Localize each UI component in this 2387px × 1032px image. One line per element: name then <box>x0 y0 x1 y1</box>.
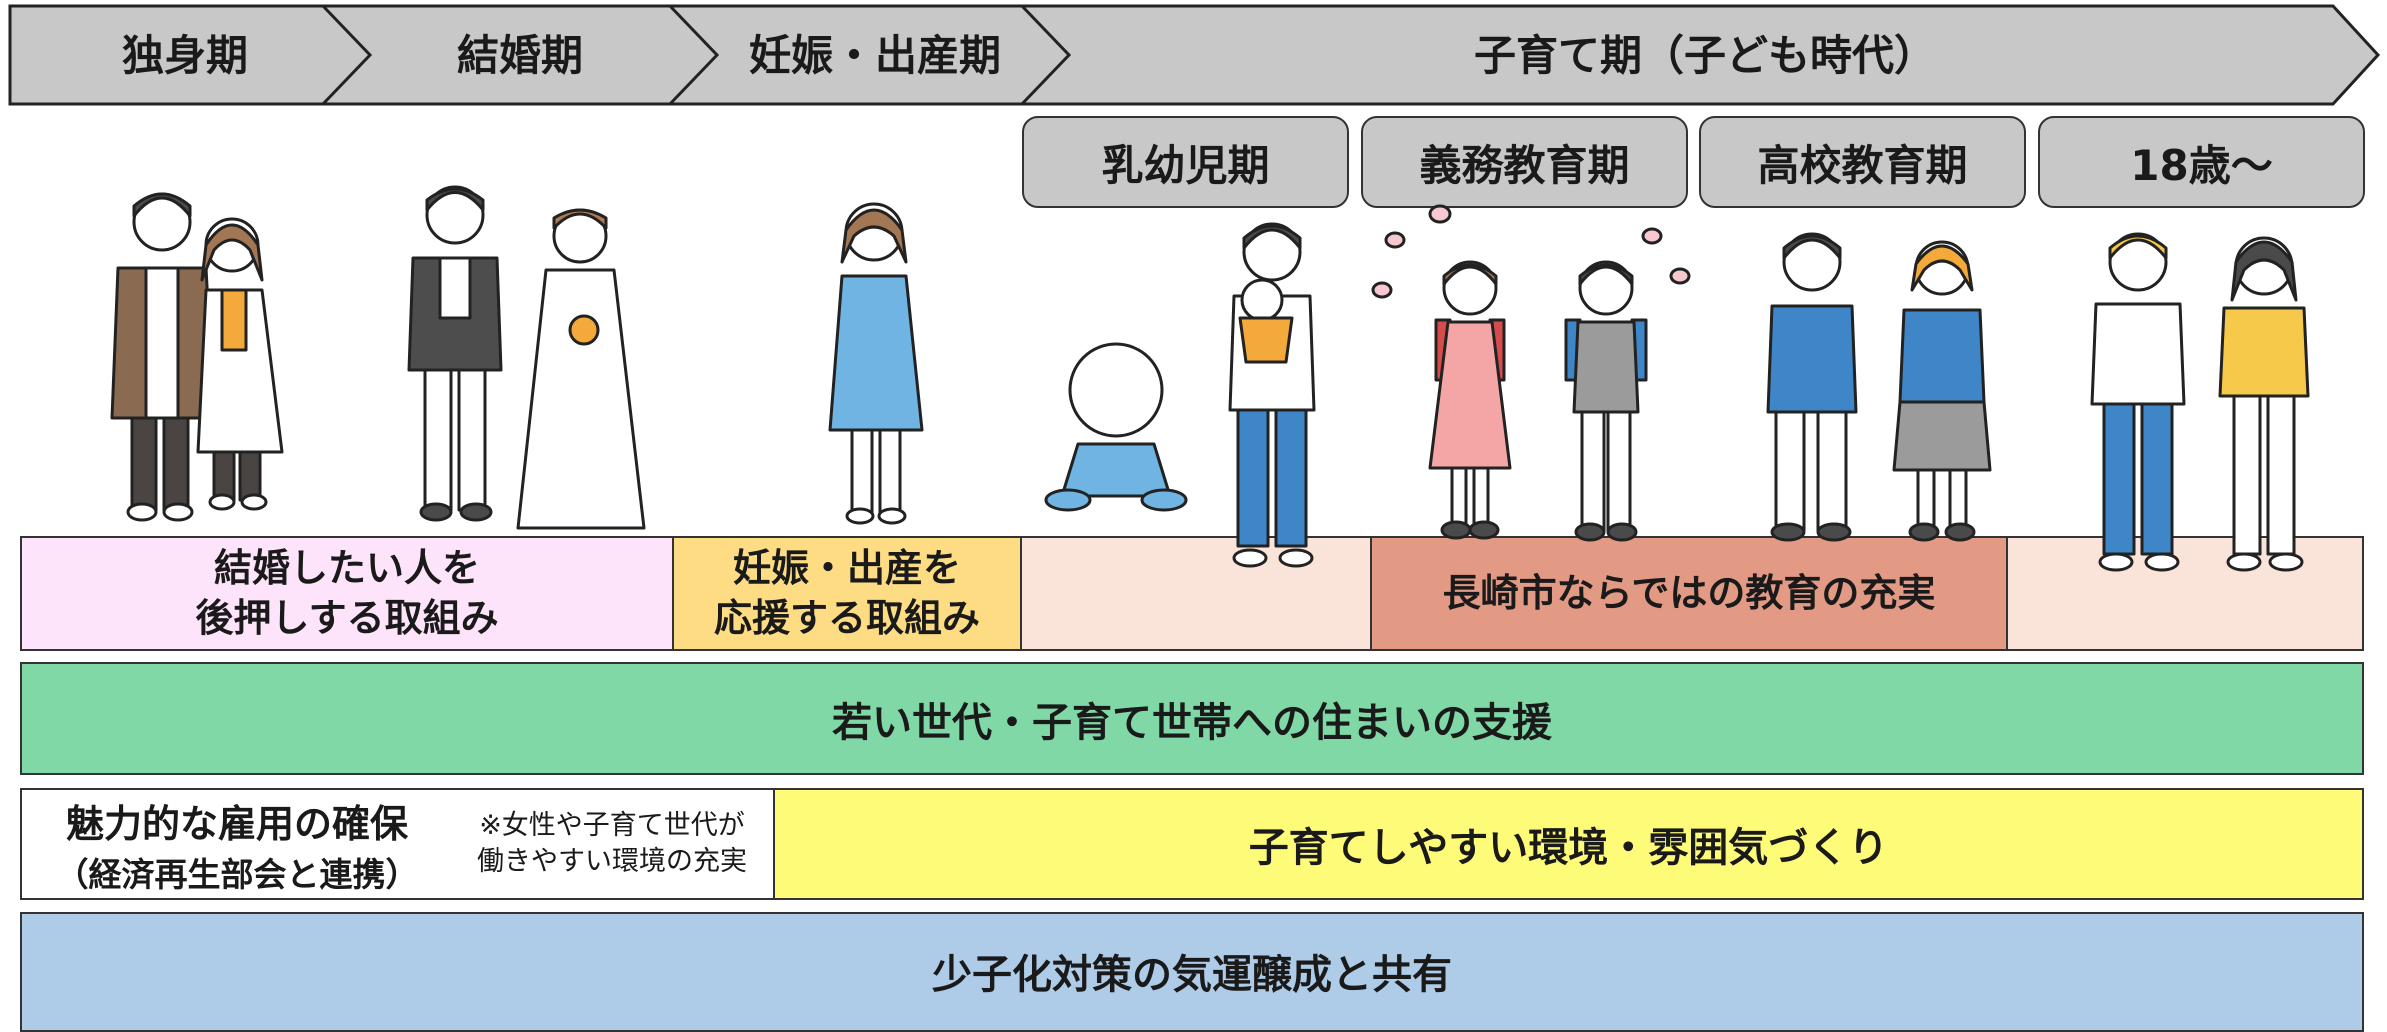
environment-label: 子育てしやすい環境・雰囲気づくり <box>1248 825 1889 871</box>
marriage-support-line2: 後押しする取組み <box>195 595 499 640</box>
schoolboy-figure <box>1564 260 1648 542</box>
housing-label: 若い世代・子育て世帯への住まいの支援 <box>832 699 1552 746</box>
childcare-band <box>1020 536 1372 651</box>
substage-infant: 乳幼児期 <box>1022 116 1349 208</box>
employment-band: 魅力的な雇用の確保 （経済再生部会と連携） ※女性や子育て世代が 働きやすい環境… <box>20 788 775 900</box>
highschool-girl-figure <box>1892 240 1992 542</box>
schoolgirl-figure <box>1428 260 1512 540</box>
bride-figure <box>516 208 646 530</box>
pregnancy-support-line2: 応援する取組み <box>713 595 980 640</box>
baby-figure <box>1044 342 1188 512</box>
stage-childrearing: 子育て期（子ども時代） <box>1473 30 1936 80</box>
housing-band: 若い世代・子育て世帯への住まいの支援 <box>20 662 2364 775</box>
groom-figure <box>407 185 503 522</box>
awareness-band: 少子化対策の気運醸成と共有 <box>20 912 2364 1032</box>
young-man-figure <box>2090 232 2186 572</box>
stage-single: 独身期 <box>121 30 248 80</box>
parent-with-infant-figure <box>1228 222 1316 568</box>
awareness-label: 少子化対策の気運醸成と共有 <box>932 952 1452 998</box>
substage-highschool: 高校教育期 <box>1699 116 2026 208</box>
single-woman-figure <box>196 217 284 511</box>
employment-sub: （経済再生部会と連携） <box>55 854 419 894</box>
education-band: 長崎市ならではの教育の充実 <box>1370 536 2008 651</box>
employment-title: 魅力的な雇用の確保 <box>65 801 408 846</box>
timeline-arrow <box>8 4 2381 106</box>
pregnant-woman-figure <box>828 202 924 525</box>
marriage-support-line1: 結婚したい人を <box>213 546 480 591</box>
highschool-boy-figure <box>1766 232 1858 542</box>
education-label: 長崎市ならではの教育の充実 <box>1442 570 1936 615</box>
people-illustrations <box>110 185 2310 572</box>
pregnancy-support-band: 妊娠・出産を応援する取組み <box>672 536 1022 651</box>
substage-compulsory: 義務教育期 <box>1361 116 1688 208</box>
young-adult-band <box>2006 536 2364 651</box>
employment-note-line1: ※女性や子育て世代が <box>479 809 745 841</box>
single-man-figure <box>110 192 216 522</box>
employment-note-line2: 働きやすい環境の充実 <box>477 846 747 877</box>
stage-pregnancy: 妊娠・出産期 <box>748 30 1001 80</box>
sakura-petals <box>1371 204 1691 299</box>
pregnancy-support-line1: 妊娠・出産を <box>732 546 961 591</box>
environment-band: 子育てしやすい環境・雰囲気づくり <box>773 788 2364 900</box>
stage-marriage: 結婚期 <box>456 30 583 80</box>
young-woman-figure <box>2218 236 2310 572</box>
substage-18plus: 18歳～ <box>2038 116 2365 208</box>
